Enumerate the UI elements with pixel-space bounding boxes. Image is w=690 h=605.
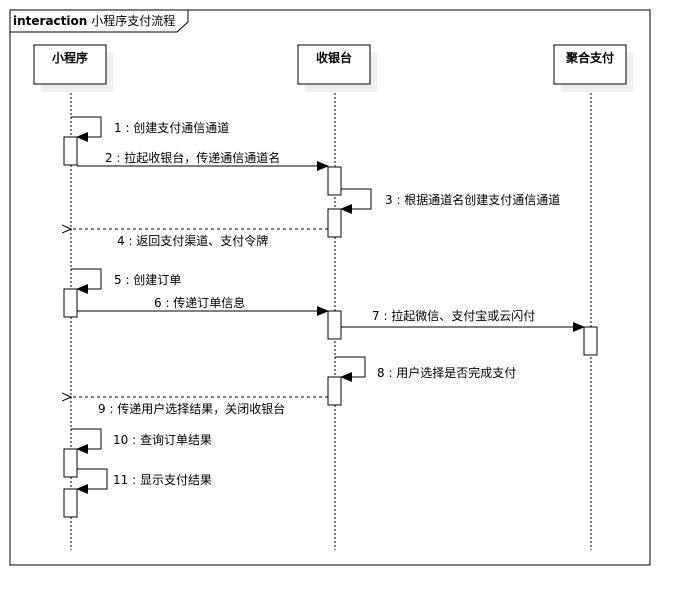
participant-aggregate-pay: 聚合支付 — [553, 44, 633, 92]
frame-title-text: 小程序支付流程 — [91, 13, 175, 28]
message-8-arrow — [335, 356, 366, 382]
message-11-label: 11 : 显示支付结果 — [113, 473, 212, 487]
activation-bar — [327, 166, 342, 196]
participant-label-miniprogram: 小程序 — [52, 50, 88, 65]
participant-label-cashier: 收银台 — [316, 50, 352, 65]
message-2-label: 2 : 拉起收银台，传递通信通道名 — [105, 150, 280, 165]
participant-cashier: 收银台 — [297, 44, 377, 92]
message-1-arrow — [71, 116, 102, 142]
activation-bar — [327, 376, 342, 406]
message-10-label: 10 : 查询订单结果 — [113, 433, 212, 447]
message-11-arrow — [76, 468, 108, 494]
activation-bar — [327, 310, 342, 340]
interaction-frame — [9, 9, 651, 566]
participant-miniprogram: 小程序 — [33, 44, 113, 92]
message-3-arrow — [340, 188, 372, 214]
message-6-label: 6 : 传递订单信息 — [154, 295, 245, 310]
frame-tab — [9, 9, 189, 33]
message-5-arrow — [71, 268, 102, 294]
message-8-label: 8 : 用户选择是否完成支付 — [377, 365, 516, 380]
message-1-label: 1 : 创建支付通信通道 — [114, 121, 229, 135]
activation-bar — [63, 488, 78, 518]
activation-bar — [63, 136, 78, 166]
frame-keyword: interaction — [13, 14, 87, 28]
message-10-arrow — [71, 428, 102, 454]
message-4-label: 4 : 返回支付渠道、支付令牌 — [117, 233, 268, 248]
message-5-label: 5 : 创建订单 — [114, 273, 181, 287]
participant-label-aggregate-pay: 聚合支付 — [565, 50, 614, 65]
activation-bar — [63, 288, 78, 318]
frame-title: interaction 小程序支付流程 — [13, 13, 175, 28]
message-7-label: 7 : 拉起微信、支付宝或云闪付 — [372, 308, 535, 323]
activation-bar — [327, 208, 342, 238]
activation-bar — [583, 326, 598, 356]
message-3-label: 3 : 根据通道名创建支付通信通道 — [385, 192, 560, 207]
activation-bar — [63, 448, 78, 478]
message-9-label: 9 : 传递用户选择结果，关闭收银台 — [98, 401, 285, 416]
